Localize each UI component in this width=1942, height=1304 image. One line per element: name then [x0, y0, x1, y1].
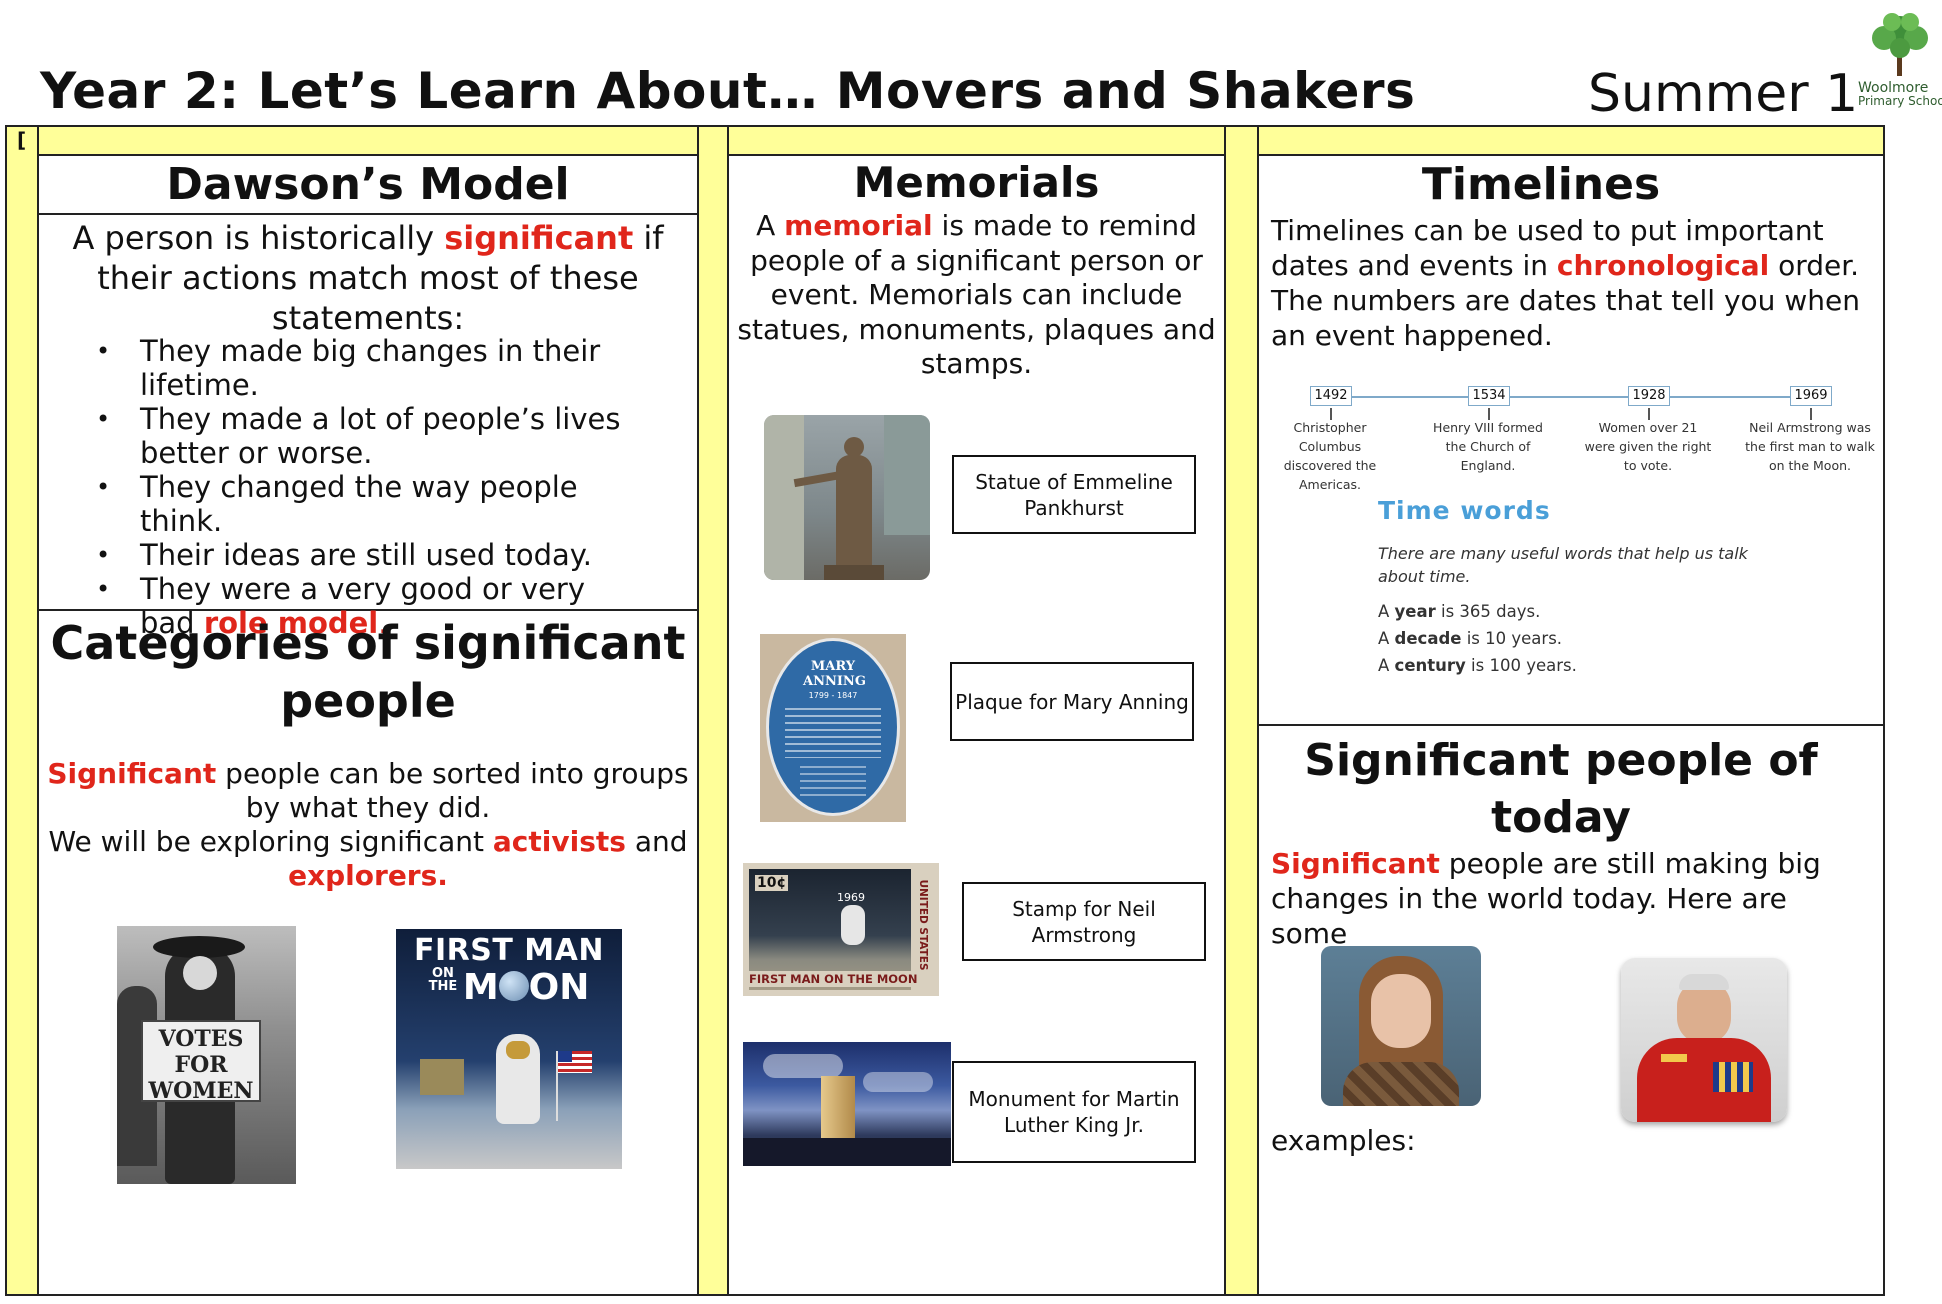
timeline-year: 1534: [1468, 386, 1510, 406]
moon-landing-stamp-photo: 10¢ 1969 FIRST MAN ON THE MOON UNITED ST…: [743, 863, 939, 996]
figure-face: [183, 956, 217, 990]
suffragette-photo: VOTES FOR WOMEN: [117, 926, 296, 1184]
poster-title-line1: FIRST MAN: [414, 933, 604, 968]
dawson-statement-list: They made big changes in their lifetime.…: [44, 334, 644, 640]
timeline-axis: [1328, 396, 1806, 398]
memorials-heading: Memorials: [853, 158, 1100, 207]
today-text: Significant people are still making big …: [1271, 847, 1821, 950]
top-band: [39, 127, 1883, 154]
top-band-line: [39, 154, 1883, 156]
significant-keyword: significant: [444, 219, 634, 257]
list-item: Their ideas are still used today.: [44, 538, 644, 572]
list-item: They changed the way people think.: [44, 470, 644, 538]
page-title: Year 2: Let’s Learn About… Movers and Sh…: [40, 62, 1416, 120]
dawson-heading-divider: [39, 213, 697, 215]
timelines-heading: Timelines: [1421, 159, 1661, 210]
stamp-text: FIRST MAN ON THE MOON: [749, 971, 918, 987]
royal-portrait-photo: [1621, 958, 1787, 1122]
statue-figure: [836, 455, 872, 570]
votes-sign: VOTES FOR WOMEN: [141, 1020, 261, 1104]
col3-section-divider: [1259, 724, 1883, 726]
time-words-list: A year is 365 days. A decade is 10 years…: [1378, 598, 1577, 679]
armstrong-caption: Stamp for Neil Armstrong: [962, 882, 1206, 961]
today-examples-word: examples:: [1271, 1124, 1416, 1157]
cloud: [763, 1054, 843, 1078]
time-words-intro: There are many useful words that help us…: [1378, 544, 1748, 586]
stamp-astronaut: [841, 905, 865, 945]
mary-anning-plaque-photo: MARY ANNING 1799 - 1847: [760, 634, 906, 822]
astronaut-visor: [506, 1041, 530, 1059]
frame-bottom-border: [5, 1294, 1885, 1296]
chronological-keyword: chronological: [1556, 249, 1770, 282]
timeline-year: 1969: [1790, 386, 1832, 406]
school-name-line2: Primary School: [1858, 94, 1942, 108]
stamp-year: 1969: [837, 891, 865, 904]
list-item: They were a very good or very bad role m…: [44, 572, 644, 640]
list-item: They made big changes in their lifetime.: [44, 334, 644, 402]
portrait-hair: [1679, 974, 1729, 990]
left-band-line: [37, 127, 39, 1294]
stamp-value: 10¢: [755, 875, 789, 891]
school-name-line1: Woolmore: [1858, 80, 1929, 96]
band-between-col1-col2: [699, 127, 727, 1294]
figure-hat: [153, 936, 245, 958]
timeline-label: Neil Armstrong was the first man to walk…: [1745, 420, 1875, 473]
timeline-graphic: 1492 Christopher Columbus discovered the…: [1262, 382, 1882, 492]
memorial-keyword: memorial: [784, 209, 933, 242]
timeline-label: Henry VIII formed the Church of England.: [1433, 420, 1543, 473]
col2-right-line: [1224, 127, 1226, 1294]
band-between-col2-col3: [1226, 127, 1257, 1294]
moon-icon: [498, 971, 529, 1001]
memorials-intro: A memorial is made to remind people of a…: [737, 209, 1216, 380]
role-model-keyword: role model: [203, 606, 379, 640]
term-label: Summer 1: [1588, 64, 1859, 124]
list-item: A decade is 10 years.: [1378, 629, 1563, 648]
categories-heading: Categories of significant people: [50, 616, 686, 728]
school-logo-text: Woolmore Primary School: [1858, 80, 1942, 108]
col1-right-line: [697, 127, 699, 1294]
categories-text: Significant people can be sorted into gr…: [47, 757, 689, 892]
col2-left-line: [727, 127, 729, 1294]
timeline-label: Christopher Columbus discovered the Amer…: [1283, 420, 1377, 492]
corner-mark: [: [17, 128, 27, 152]
mlk-monument-photo: [743, 1042, 951, 1166]
pankhurst-statue-photo: [764, 415, 930, 580]
frame-left-border: [5, 125, 7, 1296]
school-logo-tree-icon: [1872, 13, 1928, 76]
stamp-country: UNITED STATES: [917, 879, 929, 971]
dawson-intro: A person is historically significant if …: [72, 219, 664, 337]
portrait-face: [1371, 974, 1431, 1048]
list-item: A century is 100 years.: [1378, 656, 1577, 675]
timeline-year: 1492: [1310, 386, 1352, 406]
portrait-shirt: [1343, 1062, 1459, 1106]
today-heading: Significant people of today: [1304, 735, 1818, 843]
portrait-face: [1677, 980, 1731, 1044]
frame-right-border: [1883, 125, 1885, 1296]
medals-icon: [1713, 1062, 1753, 1092]
activist-portrait-photo: [1321, 946, 1481, 1106]
mary-anning-caption: Plaque for Mary Anning: [950, 662, 1194, 741]
col3-left-line: [1257, 127, 1259, 1294]
timeline-year: 1928: [1628, 386, 1670, 406]
list-item: A year is 365 days.: [1378, 602, 1541, 621]
mlk-caption: Monument for Martin Luther King Jr.: [952, 1061, 1196, 1163]
frame-top-border: [5, 125, 1885, 127]
left-band: [7, 127, 37, 1294]
dawson-heading: Dawson’s Model: [166, 159, 570, 210]
time-words-title: Time words: [1378, 496, 1551, 525]
blue-plaque: MARY ANNING 1799 - 1847: [766, 638, 900, 816]
timeline-label: Women over 21 were given the right to vo…: [1584, 420, 1712, 473]
timelines-intro: Timelines can be used to put important d…: [1271, 214, 1860, 352]
lunar-lander-icon: [420, 1059, 464, 1095]
cloud: [863, 1072, 933, 1092]
list-item: They made a lot of people’s lives better…: [44, 402, 644, 470]
pankhurst-caption: Statue of Emmeline Pankhurst: [952, 455, 1196, 534]
